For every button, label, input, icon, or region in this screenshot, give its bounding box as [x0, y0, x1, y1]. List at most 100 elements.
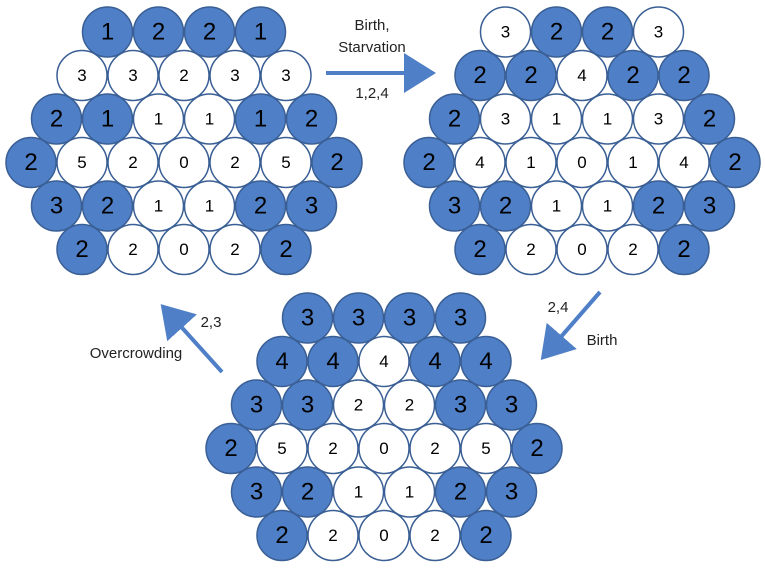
- neighbor-count: 2: [550, 19, 563, 46]
- neighbor-count: 5: [281, 153, 290, 172]
- empty-cell: [158, 136, 210, 189]
- empty-cell: [358, 422, 410, 475]
- neighbor-count: 2: [479, 522, 492, 549]
- live-cell: [434, 292, 487, 344]
- empty-cell: [158, 223, 210, 276]
- neighbor-count: 3: [654, 110, 663, 129]
- neighbor-count: 2: [230, 153, 239, 172]
- live-cell: [658, 223, 710, 276]
- neighbor-count: 2: [254, 193, 267, 220]
- neighbor-count: 2: [330, 149, 343, 176]
- neighbor-count: 2: [203, 19, 216, 46]
- neighbor-count: 2: [430, 439, 439, 458]
- neighbor-count: 3: [250, 392, 263, 419]
- arrow-left-line: [160, 304, 224, 374]
- neighbor-count: 3: [305, 193, 318, 220]
- neighbor-count: 2: [152, 19, 165, 46]
- neighbor-count: 2: [75, 236, 88, 263]
- neighbor-count: 5: [481, 439, 490, 458]
- empty-cell: [530, 93, 583, 145]
- live-cell: [311, 136, 363, 189]
- live-cell: [632, 180, 685, 232]
- neighbor-count: 2: [677, 236, 690, 263]
- empty-cell: [260, 49, 312, 102]
- neighbor-count: 1: [154, 110, 163, 129]
- neighbor-count: 1: [603, 197, 612, 216]
- neighbor-count: 0: [577, 153, 586, 172]
- live-cell: [307, 335, 359, 388]
- arrow-top-rule: 1,2,4: [355, 85, 388, 102]
- empty-cell: [556, 223, 608, 276]
- neighbor-count: 2: [703, 106, 716, 133]
- live-cell: [132, 6, 185, 58]
- empty-cell: [632, 6, 685, 58]
- live-cell: [285, 180, 338, 232]
- neighbor-count: 1: [405, 483, 414, 502]
- empty-cell: [260, 136, 312, 189]
- neighbor-count: 4: [679, 153, 688, 172]
- arrow-right-rule: 2,4: [548, 299, 569, 316]
- neighbor-count: 4: [475, 153, 484, 172]
- neighbor-count: 0: [577, 240, 586, 259]
- empty-cell: [530, 180, 583, 232]
- empty-cell: [307, 422, 359, 475]
- neighbor-count: 3: [301, 392, 314, 419]
- neighbor-count: 2: [279, 236, 292, 263]
- neighbor-count: 2: [328, 526, 337, 545]
- neighbor-count: 3: [501, 23, 510, 42]
- neighbor-count: 1: [526, 153, 535, 172]
- neighbor-count: 1: [154, 197, 163, 216]
- live-cell: [234, 180, 287, 232]
- live-cell: [281, 379, 334, 431]
- neighbor-count: 2: [601, 19, 614, 46]
- empty-cell: [209, 136, 261, 189]
- live-cell: [205, 422, 257, 475]
- neighbor-count: 2: [128, 240, 137, 259]
- empty-cell: [358, 509, 410, 562]
- empty-cell: [607, 223, 659, 276]
- empty-cell: [107, 136, 159, 189]
- neighbor-count: 3: [448, 193, 461, 220]
- live-cell: [409, 335, 461, 388]
- empty-cell: [581, 180, 634, 232]
- live-cell: [460, 335, 512, 388]
- neighbor-count: 3: [128, 66, 137, 85]
- empty-cell: [307, 509, 359, 562]
- live-cell: [434, 466, 487, 518]
- empty-cell: [107, 49, 159, 102]
- empty-cell: [581, 93, 634, 145]
- neighbor-count: 1: [254, 106, 267, 133]
- neighbor-count: 2: [405, 396, 414, 415]
- neighbor-count: 3: [50, 193, 63, 220]
- empty-cell: [383, 379, 436, 431]
- arrow-top-label-2: Starvation: [338, 39, 406, 56]
- neighbor-count: 0: [379, 526, 388, 545]
- empty-cell: [132, 180, 185, 232]
- arrow-right-label: Birth: [587, 332, 618, 349]
- neighbor-count: 2: [473, 236, 486, 263]
- live-cell: [285, 93, 338, 145]
- live-cell: [230, 466, 283, 518]
- neighbor-count: 1: [354, 483, 363, 502]
- empty-cell: [505, 223, 557, 276]
- neighbor-count: 2: [128, 153, 137, 172]
- live-cell: [81, 6, 134, 58]
- neighbor-count: 0: [179, 153, 188, 172]
- neighbor-count: 1: [205, 197, 214, 216]
- empty-cell: [256, 422, 308, 475]
- live-cell: [234, 93, 287, 145]
- empty-cell: [132, 93, 185, 145]
- neighbor-count: 3: [352, 305, 365, 332]
- live-cell: [460, 509, 512, 562]
- transition-arrow-top: Birth, Starvation 1,2,4: [326, 17, 436, 102]
- live-cell: [230, 379, 283, 431]
- neighbor-count: 2: [50, 106, 63, 133]
- neighbor-count: 2: [728, 149, 741, 176]
- transition-arrow-left: 2,3 Overcrowding: [90, 304, 224, 374]
- empty-cell: [358, 335, 410, 388]
- neighbor-count: 2: [454, 479, 467, 506]
- neighbor-count: 2: [524, 62, 537, 89]
- live-cell: [434, 379, 487, 431]
